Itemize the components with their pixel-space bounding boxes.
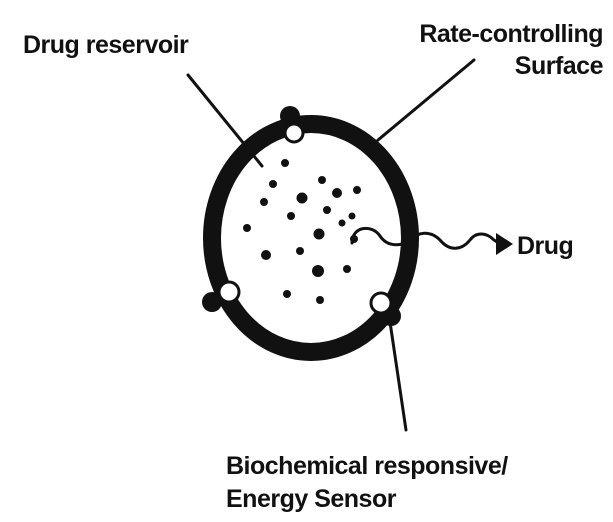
membrane-inner-edge (222, 134, 400, 342)
drug-particle (312, 265, 324, 277)
leader-rate-controlling (376, 58, 476, 142)
drug-particle (283, 290, 291, 298)
label-drug-reservoir: Drug reservoir (23, 31, 189, 59)
sensor-open-left (217, 280, 241, 304)
sensor-dark-top (280, 106, 300, 126)
label-rate-controlling-line1: Rate-controlling (419, 20, 603, 48)
membrane-sensors (202, 106, 401, 326)
drug-particle (353, 186, 361, 194)
leader-drug-reservoir (186, 73, 264, 168)
drug-particle (281, 159, 289, 167)
drug-particle (287, 212, 295, 220)
drug-particle (296, 247, 304, 255)
drug-particle (316, 296, 324, 304)
sensor-open-top (283, 122, 305, 144)
drug-particle (261, 250, 271, 260)
drug-particle (243, 224, 251, 232)
label-sensor-line2: Energy Sensor (226, 485, 397, 513)
drug-arrowhead (496, 233, 513, 255)
label-drug: Drug (517, 232, 573, 260)
leader-lines (186, 58, 502, 432)
drug-particle (343, 265, 351, 273)
label-rate-controlling-line2: Surface (515, 52, 604, 80)
drug-particle (332, 188, 342, 198)
sensor-dark-left (202, 292, 222, 312)
drug-particle (313, 228, 325, 240)
drug-particle (260, 198, 268, 206)
drug-particle (269, 180, 277, 188)
drug-particle (318, 176, 326, 184)
drug-particle (348, 212, 356, 220)
drug-particles (243, 159, 361, 304)
drug-particle (338, 219, 346, 227)
drug-release-path (350, 226, 502, 250)
drug-particle (296, 192, 308, 204)
label-sensor-line1: Biochemical responsive/ (226, 452, 508, 480)
sensor-open-right (369, 291, 393, 315)
leader-sensor (388, 320, 408, 432)
drug-particle (323, 206, 331, 214)
